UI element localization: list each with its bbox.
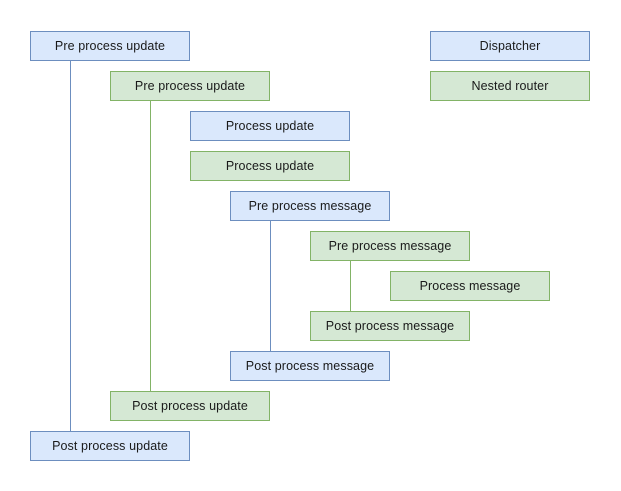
connector-line-router-message-span (350, 261, 351, 311)
diagram-node[interactable]: Pre process update (110, 71, 270, 101)
diagram-node[interactable]: Pre process message (310, 231, 470, 261)
diagram-node[interactable]: Process update (190, 151, 350, 181)
diagram-node[interactable]: Pre process update (30, 31, 190, 61)
diagram-node[interactable]: Pre process message (230, 191, 390, 221)
diagram-node[interactable]: Process message (390, 271, 550, 301)
diagram-node[interactable]: Post process message (310, 311, 470, 341)
connector-line-dispatcher-update-span (70, 61, 71, 431)
diagram-node[interactable]: Post process message (230, 351, 390, 381)
connector-line-router-update-span (150, 101, 151, 391)
connector-line-dispatcher-message-span (270, 221, 271, 351)
diagram-node[interactable]: Process update (190, 111, 350, 141)
legend-item-nested-router[interactable]: Nested router (430, 71, 590, 101)
diagram-node[interactable]: Post process update (110, 391, 270, 421)
legend-item-dispatcher[interactable]: Dispatcher (430, 31, 590, 61)
diagram-node[interactable]: Post process update (30, 431, 190, 461)
